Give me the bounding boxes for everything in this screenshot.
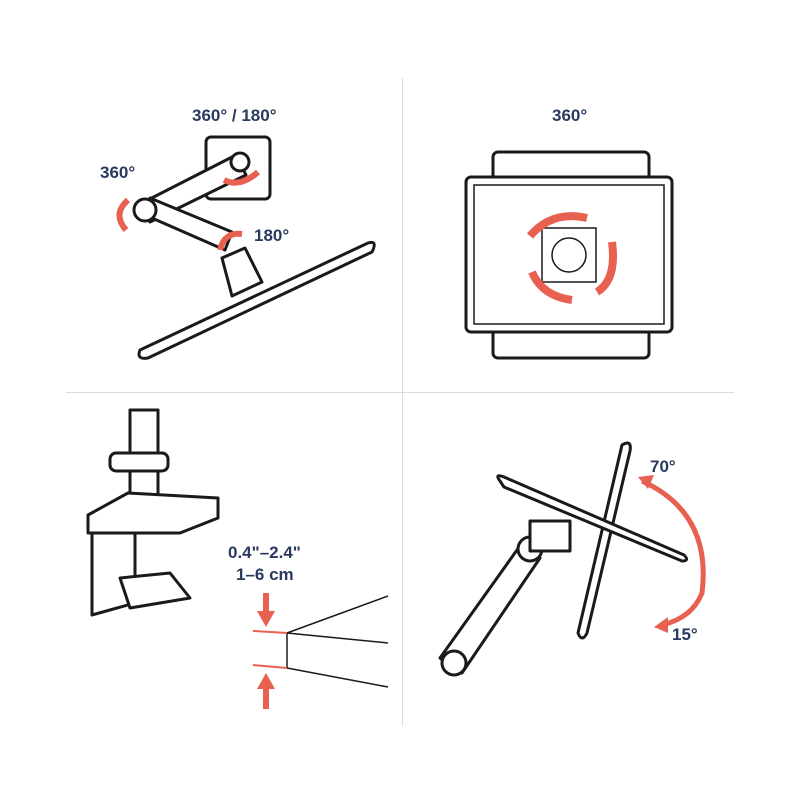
label-thickness-cm: 1–6 cm <box>236 565 294 584</box>
monitor-rotation-panel: 360° <box>402 0 800 390</box>
vertical-divider <box>402 78 403 726</box>
desk-clamp-illustration <box>86 408 389 709</box>
arm-rotation-panel: 360° / 180° 360° 180° <box>0 0 400 390</box>
monitor-arm-illustration <box>116 135 376 360</box>
label-thickness-inches: 0.4"–2.4" <box>228 543 301 562</box>
label-360-left: 360° <box>100 163 136 182</box>
desk-clamp-panel: 0.4"–2.4" 1–6 cm <box>0 393 400 800</box>
tilt-panel: 70° 15° <box>402 393 800 800</box>
tilt-illustration <box>438 441 706 677</box>
label-70-tilt: 70° <box>650 457 676 476</box>
label-180-right: 180° <box>254 226 290 245</box>
monitor-rotation-illustration <box>464 150 674 360</box>
label-360-180: 360° / 180° <box>192 106 277 125</box>
label-360-rotate: 360° <box>552 106 588 125</box>
label-15-tilt: 15° <box>672 625 698 644</box>
horizontal-divider <box>66 392 734 393</box>
